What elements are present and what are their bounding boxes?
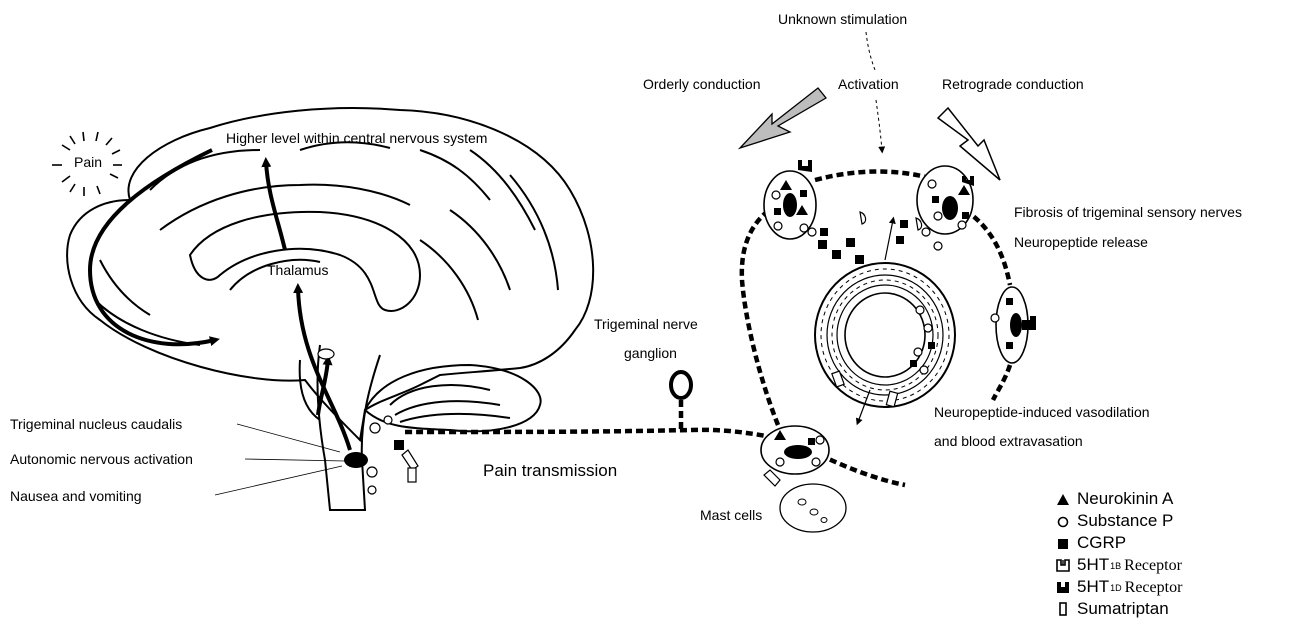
autonomic-label: Autonomic nervous activation [10, 452, 193, 466]
legend-5ht1d-prefix: 5HT [1077, 577, 1109, 596]
legend-5ht1d-suffix: Receptor [1125, 579, 1183, 596]
trigeminal-ganglion-symbol [671, 372, 691, 398]
legend-5ht1b-suffix: Receptor [1124, 557, 1182, 574]
nausea-label: Nausea and vomiting [10, 489, 142, 503]
higher-level-label: Higher level within central nervous syst… [226, 131, 487, 145]
ganglion-label-line2: ganglion [624, 346, 677, 360]
vasodilation-label-line1: Neuropeptide-induced vasodilation [934, 405, 1150, 419]
vasodilation-arrows [858, 220, 893, 422]
mast-cells-label: Mast cells [700, 508, 762, 522]
nerve-terminal-right [991, 287, 1036, 363]
triangle-icon [1055, 491, 1071, 507]
neuropeptide-release-label: Neuropeptide release [1014, 235, 1148, 249]
ganglion-label-line1: Trigeminal nerve [594, 317, 698, 331]
legend-cgrp-label: CGRP [1077, 534, 1126, 551]
pain-transmission-label: Pain transmission [483, 462, 617, 479]
activation-label: Activation [838, 77, 899, 91]
trigeminal-nerve-fibers [405, 172, 1010, 486]
orderly-conduction-label: Orderly conduction [643, 77, 761, 91]
unknown-stimulation-label: Unknown stimulation [778, 12, 907, 26]
open-receptor-icon [1055, 557, 1071, 573]
legend-neurokinin-label: Neurokinin A [1077, 490, 1173, 507]
vasodilation-label-line2: and blood extravasation [934, 434, 1083, 448]
pain-label: Pain [74, 155, 102, 169]
filled-square-icon [1055, 535, 1071, 551]
nerve-terminal-lower [761, 426, 829, 486]
open-rectangle-icon [1055, 601, 1071, 617]
conduction-arrows [740, 88, 1000, 180]
legend-5ht1d-sub: 1D [1110, 583, 1122, 593]
blood-vessel-cross-section [815, 263, 955, 407]
nerve-terminal-upper-right [917, 166, 974, 234]
nerve-terminal-upper-left [764, 160, 816, 239]
legend-5ht1b-prefix: 5HT [1077, 555, 1109, 574]
legend-substance-p-label: Substance P [1077, 512, 1173, 529]
trigeminal-nucleus-label: Trigeminal nucleus caudalis [10, 417, 182, 431]
legend-5ht1b-sub: 1B [1110, 561, 1121, 571]
filled-receptor-icon [1055, 579, 1071, 595]
legend-sumatriptan-label: Sumatriptan [1077, 600, 1169, 617]
open-circle-icon [1055, 513, 1071, 529]
fibrosis-label: Fibrosis of trigeminal sensory nerves [1014, 205, 1242, 219]
thalamus-label: Thalamus [267, 263, 328, 277]
mast-cell [780, 484, 846, 532]
retrograde-conduction-label: Retrograde conduction [942, 77, 1084, 91]
